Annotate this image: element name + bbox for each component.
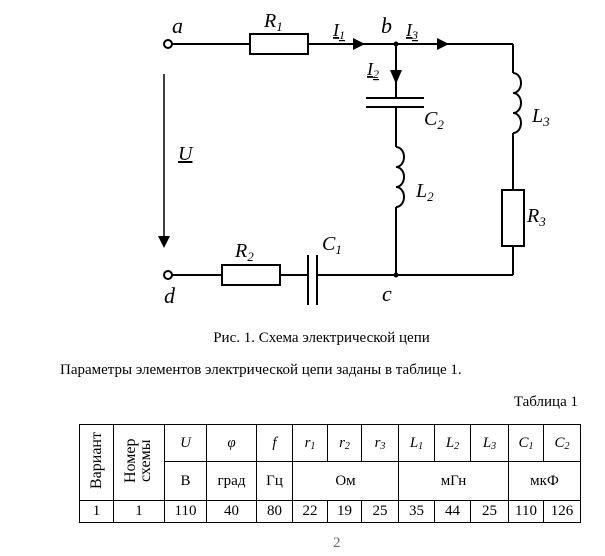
node-label-c: c xyxy=(382,281,392,306)
header-symbol: φ xyxy=(206,424,257,462)
circuit-diagram: a b c d U R1 R2 R3 C1 C2 L2 L3 I1 I3 I2 xyxy=(158,10,550,308)
header-symbol: U xyxy=(164,424,207,462)
header-symbol: r2 xyxy=(327,424,362,462)
current-arrow-i1 xyxy=(353,38,365,50)
cell: 1 xyxy=(113,500,165,523)
table-label: Таблица 1 xyxy=(513,394,578,410)
header-symbol: L1 xyxy=(398,424,435,462)
cell: 126 xyxy=(543,500,581,523)
label-l3: L3 xyxy=(531,105,550,129)
label-c1: C1 xyxy=(322,233,342,257)
unit-cell: мГн xyxy=(398,461,509,501)
label-r3: R3 xyxy=(526,205,546,229)
cell: 44 xyxy=(434,500,471,523)
unit-cell: мкФ xyxy=(508,461,581,501)
voltage-arrowhead xyxy=(158,236,170,248)
cell: 25 xyxy=(470,500,509,523)
header-scheme: Номер схемы xyxy=(113,424,165,501)
cell: 110 xyxy=(164,500,207,523)
figure-caption: Рис. 1. Схема электрической цепи xyxy=(213,330,430,346)
unit-cell: Ом xyxy=(292,461,399,501)
current-arrow-i2 xyxy=(390,70,402,84)
header-symbol: L2 xyxy=(434,424,471,462)
label-i3: I3 xyxy=(405,20,418,42)
node-label-a: a xyxy=(172,13,183,38)
label-i1: I1 xyxy=(332,20,345,42)
terminal-a xyxy=(163,39,173,49)
unit-cell: В xyxy=(164,461,207,501)
label-r2: R2 xyxy=(234,240,254,264)
header-symbol: L3 xyxy=(470,424,509,462)
cell: 110 xyxy=(508,500,544,523)
header-symbol: r3 xyxy=(361,424,399,462)
node-label-d: d xyxy=(164,283,176,308)
resistor-r3 xyxy=(501,189,525,247)
unit-cell: град xyxy=(206,461,257,501)
page-number: 2 xyxy=(333,535,341,551)
node-label-b: b xyxy=(381,13,392,38)
cell: 80 xyxy=(256,500,293,523)
label-i2: I2 xyxy=(366,59,379,81)
table-row: 1 1 110 40 80 22 19 25 35 44 25 110 126 xyxy=(79,500,581,523)
label-l2: L2 xyxy=(415,180,434,204)
inductor-l3 xyxy=(512,72,522,134)
resistor-r1 xyxy=(249,33,309,55)
header-variant: Вариант xyxy=(79,424,114,501)
label-c2: C2 xyxy=(424,108,444,132)
header-symbol: C1 xyxy=(508,424,544,462)
cell: 19 xyxy=(327,500,362,523)
inductor-l2 xyxy=(395,146,405,208)
header-symbol: f xyxy=(256,424,293,462)
header-symbol: C2 xyxy=(543,424,581,462)
resistor-r2 xyxy=(221,264,281,286)
cell: 40 xyxy=(206,500,257,523)
header-symbol: r1 xyxy=(292,424,328,462)
label-r1: R1 xyxy=(263,10,283,34)
current-arrow-i3 xyxy=(437,38,449,50)
unit-cell: Гц xyxy=(256,461,293,501)
cell: 25 xyxy=(361,500,399,523)
terminal-d xyxy=(163,270,173,280)
voltage-label: U xyxy=(178,143,194,165)
node-c xyxy=(393,272,399,278)
paragraph: Параметры элементов электрической цепи з… xyxy=(60,362,462,378)
cell: 22 xyxy=(292,500,328,523)
cell: 35 xyxy=(398,500,435,523)
cell: 1 xyxy=(79,500,114,523)
parameters-table: Вариант Номер схемы U φ f r1 r2 r3 L1 L2… xyxy=(79,424,581,523)
node-b xyxy=(393,41,399,47)
